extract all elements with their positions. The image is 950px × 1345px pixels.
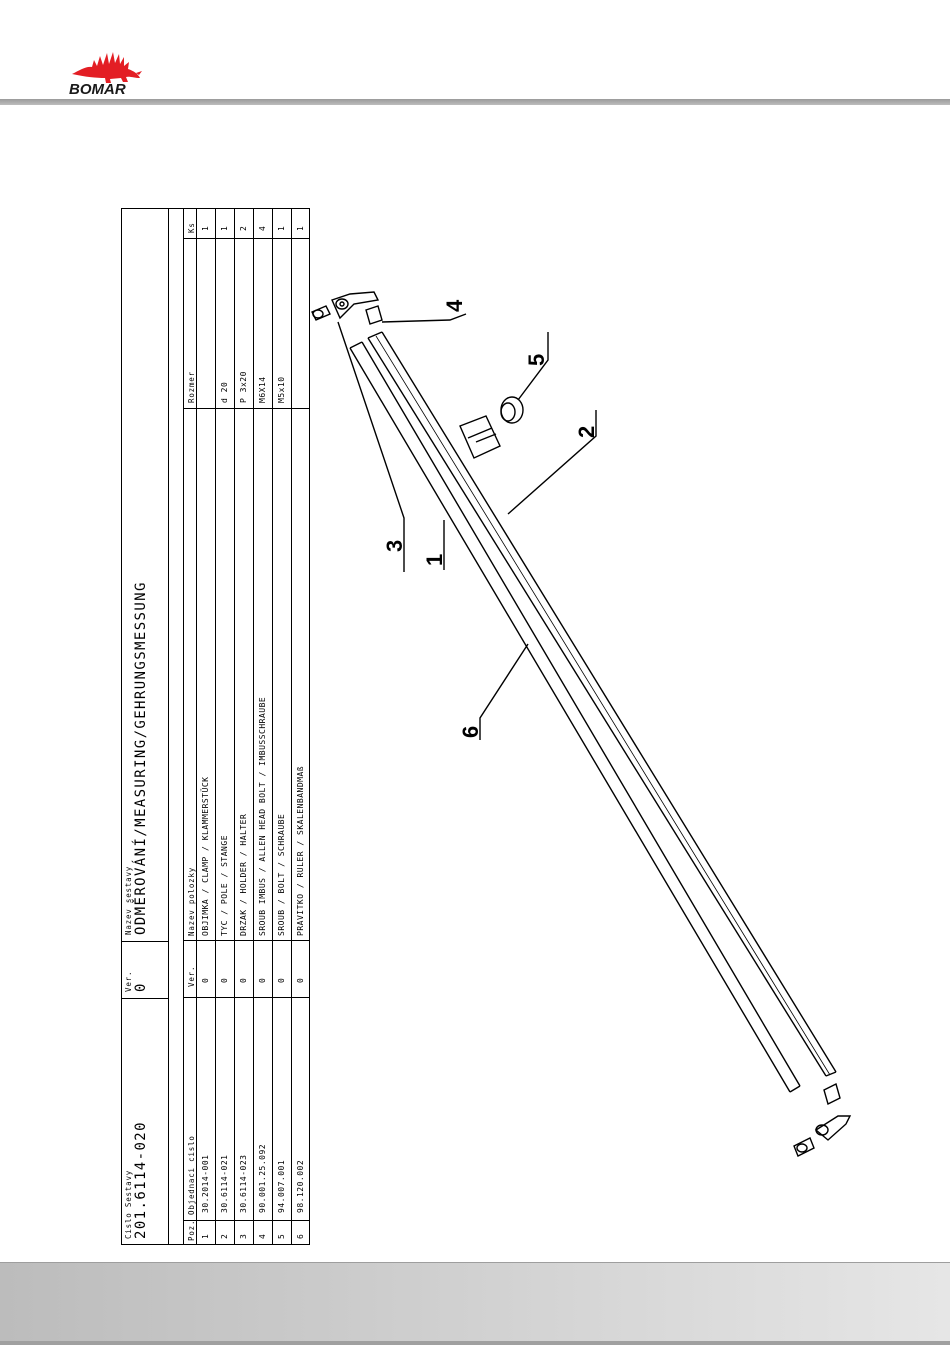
table-row: 3 30.6114-023 0 DRZAK / HOLDER / HALTER … [234, 208, 253, 1245]
leader-4 [381, 313, 467, 323]
cell-item-name: DRZAK / HOLDER / HALTER [239, 813, 248, 936]
leader-3 [337, 321, 405, 572]
callout-5: 5 [524, 354, 549, 366]
cell-order-no: 90.001.25.092 [258, 1143, 267, 1213]
table-row: 2 30.6114-021 0 TYC / POLE / STANGE d 20… [215, 208, 234, 1245]
cell-qty: 4 [258, 225, 267, 231]
header-rule [0, 99, 950, 105]
cell-size: M6X14 [258, 376, 267, 403]
holder-bottom [793, 1082, 852, 1157]
parts-table: Cislo Sestavy 201.6114-020 Ver. 0 Nazev … [121, 208, 310, 1245]
col-divider [183, 238, 310, 239]
assembly-number-cell: Cislo Sestavy 201.6114-020 [121, 998, 168, 1245]
holder-top [311, 291, 383, 325]
stegosaurus-icon [72, 52, 142, 83]
cell-order-no: 30.6114-021 [220, 1154, 229, 1213]
cell-ver: 0 [239, 977, 248, 983]
col-header-qty: Ks [187, 222, 196, 233]
footer-strip [0, 1341, 950, 1345]
assembly-number: 201.6114-020 [133, 1121, 149, 1239]
assembly-number-label: Cislo Sestavy [124, 1169, 133, 1239]
cell-qty: 1 [277, 225, 286, 231]
screw-part [500, 396, 524, 424]
cell-pos: 5 [277, 1233, 286, 1239]
cell-item-name: SROUB IMBUS / ALLEN HEAD BOLT / IMBUSSCH… [258, 696, 267, 936]
clamp-part [459, 415, 501, 459]
col-header-size: Rozmer [187, 371, 196, 403]
assembly-name-cell: Nazev sestavy ODMĚROVÁNÍ/MEASURING/GEHRU… [121, 208, 168, 941]
assembly-name: ODMĚROVÁNÍ/MEASURING/GEHRUNGSMESSUNG [133, 581, 149, 935]
callout-1: 1 [422, 554, 447, 566]
col-header-item-name: Nazev polozky [187, 866, 196, 936]
cell-pos: 6 [296, 1233, 305, 1239]
logo-text: BOMAR [69, 81, 126, 96]
assembly-version-cell: Ver. 0 [121, 941, 168, 998]
exploded-drawing: 4 5 2 3 1 6 [311, 291, 852, 1157]
parts-table-container: Cislo Sestavy 201.6114-020 Ver. 0 Nazev … [121, 208, 310, 1245]
cell-pos: 3 [239, 1233, 248, 1239]
cell-pos: 2 [220, 1233, 229, 1239]
cell-pos: 4 [258, 1233, 267, 1239]
callout-4: 4 [442, 299, 467, 312]
cell-qty: 1 [296, 225, 305, 231]
table-row: 4 90.001.25.092 0 SROUB IMBUS / ALLEN HE… [253, 208, 272, 1245]
footer-band [0, 1262, 950, 1345]
cell-item-name: TYC / POLE / STANGE [220, 834, 229, 936]
cell-size: d 20 [220, 381, 229, 403]
assembly-version: 0 [133, 982, 149, 992]
cell-item-name: OBJIMKA / CLAMP / KLAMMERSTÜCK [201, 776, 210, 937]
assembly-name-label: Nazev sestavy [124, 865, 133, 935]
cell-ver: 0 [220, 977, 229, 983]
header-separator [168, 208, 169, 1245]
table-row: 5 94.007.001 0 SROUB / BOLT / SCHRAUBE M… [272, 208, 291, 1245]
col-header-order-no: Objednaci cislo [187, 1135, 196, 1215]
leader-2 [507, 410, 597, 515]
cell-size: M5x10 [277, 376, 286, 403]
leader-5 [517, 332, 549, 401]
pole-part [367, 331, 837, 1077]
callout-3: 3 [382, 540, 407, 552]
table-row: 1 30.2014-001 0 OBJIMKA / CLAMP / KLAMME… [196, 208, 215, 1245]
column-header-row: Poz. Objednaci cislo Ver. Nazev polozky … [183, 208, 197, 1245]
cell-order-no: 30.2014-001 [201, 1154, 210, 1213]
cell-order-no: 30.6114-023 [239, 1154, 248, 1213]
cell-ver: 0 [277, 977, 286, 983]
col-divider [183, 1220, 310, 1221]
cell-ver: 0 [201, 977, 210, 983]
col-header-ver: Ver. [187, 965, 196, 987]
cell-order-no: 94.007.001 [277, 1159, 286, 1213]
cell-size: P 3x20 [239, 371, 248, 403]
col-header-pos: Poz. [187, 1219, 196, 1241]
cell-qty: 2 [239, 225, 248, 231]
bomar-logo: BOMAR [69, 52, 142, 96]
cell-ver: 0 [258, 977, 267, 983]
cell-pos: 1 [201, 1233, 210, 1239]
callout-2: 2 [574, 426, 599, 438]
cell-item-name: SROUB / BOLT / SCHRAUBE [277, 813, 286, 936]
assembly-version-label: Ver. [124, 970, 133, 992]
leader-6 [479, 643, 529, 740]
ruler-part [349, 341, 801, 1093]
cell-qty: 1 [201, 225, 210, 231]
cell-qty: 1 [220, 225, 229, 231]
callout-6: 6 [458, 726, 483, 738]
